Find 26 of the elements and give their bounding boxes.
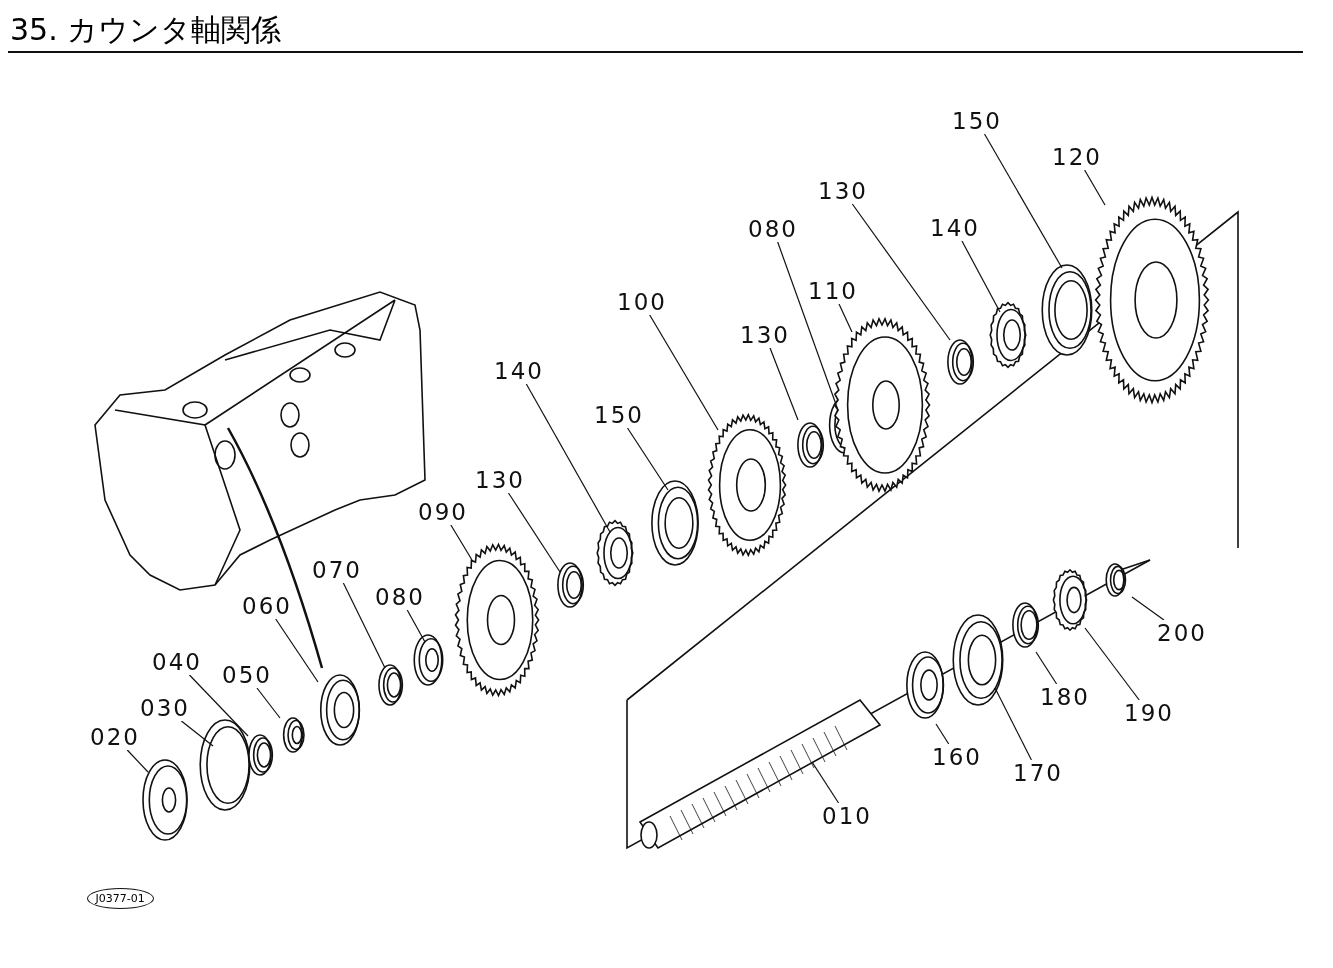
leader-line <box>777 241 839 411</box>
leader-line <box>188 674 249 737</box>
leader-line <box>851 203 951 341</box>
leader-line <box>1035 651 1058 685</box>
leader-line <box>983 133 1063 269</box>
leader-line <box>450 524 473 561</box>
leader-line <box>126 749 149 773</box>
leader-line <box>769 347 799 421</box>
leader-line <box>649 314 719 431</box>
leader-line <box>256 687 281 719</box>
page-title: 35. カウンタ軸関係 <box>10 11 282 49</box>
leader-line <box>626 427 669 491</box>
leader-line <box>994 687 1032 761</box>
leader-line <box>1084 627 1140 701</box>
leader-line <box>961 240 1001 313</box>
leader-line <box>342 582 386 669</box>
leader-line <box>275 618 319 683</box>
leader-line <box>1084 169 1106 206</box>
leader-line <box>935 723 950 745</box>
leader-line <box>811 761 840 804</box>
leader-line <box>180 720 214 747</box>
leader-line <box>507 492 561 573</box>
leader-line <box>406 609 426 643</box>
leader-line <box>1131 596 1165 621</box>
leader-line <box>525 383 611 533</box>
leader-line <box>838 303 853 333</box>
